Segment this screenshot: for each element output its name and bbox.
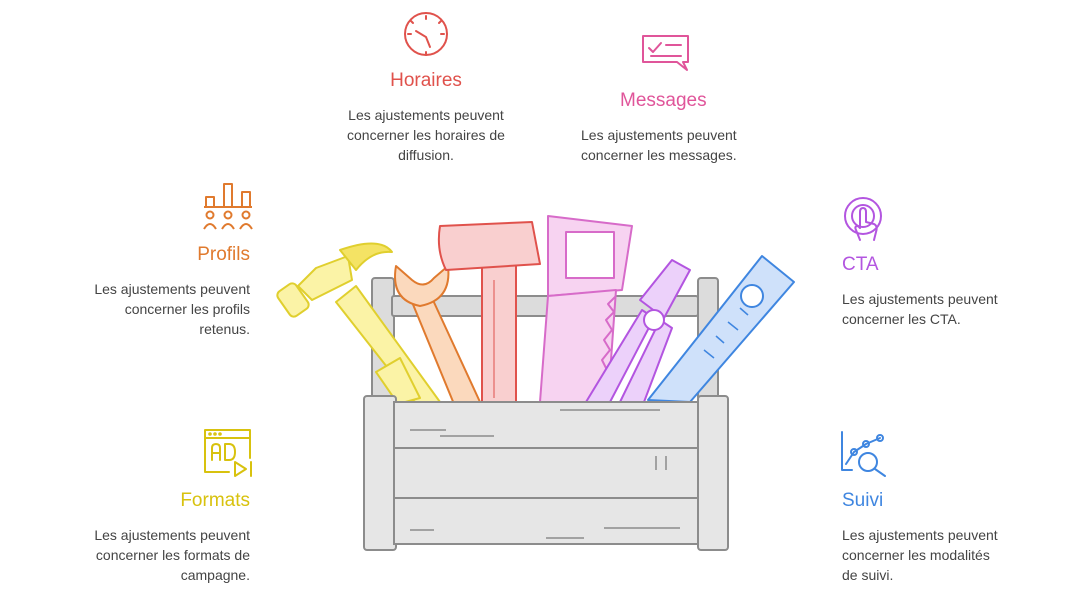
horaires-title: Horaires	[390, 70, 462, 91]
suivi-title: Suivi	[842, 490, 884, 511]
cta-title: CTA	[842, 254, 879, 275]
click-icon	[844, 197, 882, 241]
formats-description: Les ajustements peuvent concerner les fo…	[94, 527, 250, 583]
messages-description: Les ajustements peuvent concerner les me…	[581, 127, 737, 163]
pliers-tool	[585, 259, 691, 403]
analytics-search-icon	[841, 431, 886, 477]
hammer-tool	[276, 242, 441, 405]
profils-title: Profils	[197, 244, 250, 265]
formats-title: Formats	[180, 490, 250, 511]
message-check-icon	[642, 35, 689, 71]
messages-title: Messages	[620, 90, 707, 111]
mallet-tool	[437, 221, 541, 403]
clock-icon	[404, 12, 448, 56]
suivi-description: Les ajustements peuvent concerner les mo…	[842, 527, 998, 583]
audience-chart-icon	[203, 183, 253, 230]
profils-description: Les ajustements peuvent concerner les pr…	[94, 281, 250, 337]
cta-description: Les ajustements peuvent concerner les CT…	[842, 291, 998, 327]
ruler-tool	[647, 255, 795, 403]
ad-video-icon	[204, 429, 252, 477]
horaires-description: Les ajustements peuvent concerner les ho…	[347, 107, 505, 163]
toolbox-front	[363, 395, 729, 551]
